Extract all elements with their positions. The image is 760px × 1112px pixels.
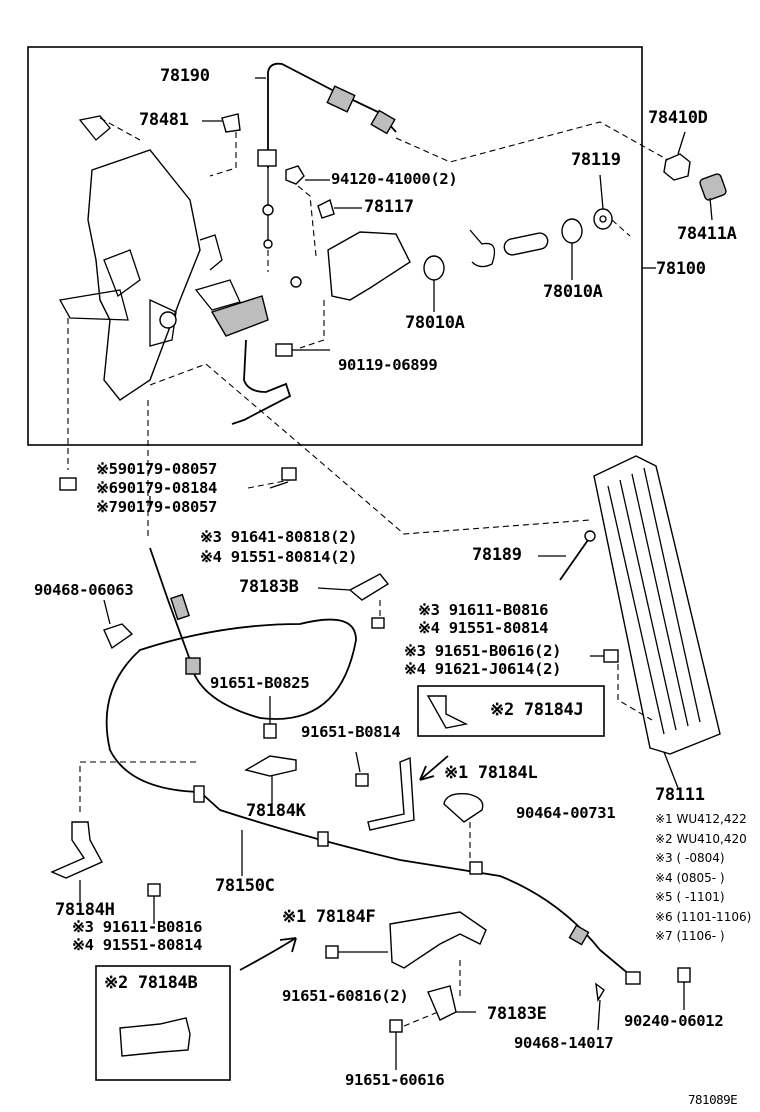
label-78184K: 78184K	[246, 801, 306, 821]
label-91551-80814-a: ※4 91551-80814(2)	[200, 548, 358, 566]
rod-78190-sleeve	[326, 85, 356, 113]
diagram-code: 781089E	[688, 1092, 738, 1107]
rod-78190-nut	[257, 149, 277, 167]
label-91651-60616: 91651-60616	[345, 1071, 445, 1089]
bushing-78010A-left	[423, 255, 445, 281]
label-78100: 78100	[656, 259, 706, 279]
bolt-90119	[275, 343, 293, 357]
label-91651-B0814: 91651-B0814	[301, 723, 401, 741]
bracket-78184H	[50, 821, 103, 879]
label-78183B: 78183B	[239, 577, 299, 597]
clip-78117	[317, 198, 335, 219]
label-78411A: 78411A	[677, 224, 737, 244]
label-78184L: ※1 78184L	[444, 763, 538, 783]
tube	[503, 232, 549, 256]
clip-78481	[221, 113, 241, 133]
bracket-78184L	[367, 756, 415, 831]
label-91621-J0614: ※4 91621-J0614(2)	[404, 660, 562, 678]
label-90468-14017: 90468-14017	[514, 1034, 614, 1052]
note-3: ※3 ( -0804)	[655, 851, 725, 865]
label-90119-06899: 90119-06899	[338, 356, 438, 374]
pedal-pad-78111	[593, 455, 721, 755]
cable-78150C	[105, 547, 637, 981]
label-78111: 78111	[655, 785, 705, 805]
label-78184F: ※1 78184F	[282, 907, 376, 927]
label-78010A-right: 78010A	[543, 282, 603, 302]
label-91641-80818: ※3 91641-80818(2)	[200, 528, 358, 546]
arrow-78184J	[419, 755, 449, 781]
label-78410D: 78410D	[648, 108, 708, 128]
bracket-78183B	[348, 573, 390, 601]
label-90240-06012: 90240-06012	[624, 1012, 724, 1030]
nut-94120	[285, 165, 305, 185]
label-91551-80814-b: ※4 91551-80814	[418, 619, 549, 637]
label-78119: 78119	[571, 150, 621, 170]
notes-legend: ※1 WU412,422 ※2 WU410,420 ※3 ( -0804) ※4…	[655, 813, 751, 950]
box-78184J	[417, 685, 605, 737]
label-91651-60816: 91651-60816(2)	[282, 987, 409, 1005]
label-78190: 78190	[160, 66, 210, 86]
pedal-arm	[231, 339, 292, 425]
label-78183E: 78183E	[487, 1004, 547, 1024]
bracket-78010A	[327, 231, 411, 301]
note-7: ※7 (1106- )	[655, 929, 725, 943]
bolt-91641	[281, 467, 297, 481]
cap-78411A	[699, 173, 727, 201]
label-78184B: ※2 78184B	[104, 973, 198, 993]
bracket-78184K	[244, 755, 297, 777]
label-78184J: ※2 78184J	[490, 700, 584, 720]
rod-78190-end	[370, 109, 396, 135]
note-6: ※6 (1101-1106)	[655, 909, 752, 924]
label-78184H: 78184H	[55, 900, 115, 920]
clip-90468-06063	[103, 623, 134, 650]
label-78117: 78117	[364, 197, 414, 217]
label-90464-00731: 90464-00731	[516, 804, 616, 822]
arrow-78184B	[239, 937, 297, 971]
label-94120-41000: 94120-41000(2)	[331, 170, 458, 188]
stopper-78189	[559, 539, 589, 581]
spring	[469, 229, 496, 268]
box-78184B	[95, 965, 231, 1081]
note-4: ※4 (0805- )	[655, 870, 725, 885]
label-78010A-left: 78010A	[405, 313, 465, 333]
label-91651-B0616: ※3 91651-B0616(2)	[404, 642, 562, 660]
pedal-bracket	[87, 149, 201, 401]
washer-78119	[593, 208, 613, 230]
main-assembly-frame	[27, 46, 643, 446]
note-5: ※5 ( -1101)	[655, 890, 725, 904]
bracket-78184F	[389, 911, 487, 969]
pedal-arm-pad	[210, 295, 269, 337]
note-1: ※1 WU412,422	[655, 812, 747, 826]
note-2: ※2 WU410,420	[655, 831, 747, 846]
bolt-90179	[59, 477, 77, 491]
bolt-91651-B0825	[263, 723, 277, 739]
label-90468-06063: 90468-06063	[34, 581, 134, 599]
label-78189: 78189	[472, 545, 522, 565]
label-78481: 78481	[139, 110, 189, 130]
clamp-90464	[443, 793, 484, 823]
clip-78481-left	[78, 115, 111, 141]
label-91611-B0816-b: ※3 91611-B0816	[72, 918, 203, 936]
label-90179-08057-5: ※590179-08057	[96, 460, 218, 478]
label-91651-B0825: 91651-B0825	[210, 674, 310, 692]
label-78150C: 78150C	[215, 876, 275, 896]
nut-78410D	[663, 153, 691, 181]
rod-78190	[267, 62, 397, 168]
bushing-78010A-right	[561, 218, 583, 244]
label-90179-08184: ※690179-08184	[96, 479, 218, 497]
label-91611-B0816-a: ※3 91611-B0816	[418, 601, 549, 619]
label-91551-80814-c: ※4 91551-80814	[72, 936, 203, 954]
label-90179-08057-7: ※790179-08057	[96, 498, 218, 516]
